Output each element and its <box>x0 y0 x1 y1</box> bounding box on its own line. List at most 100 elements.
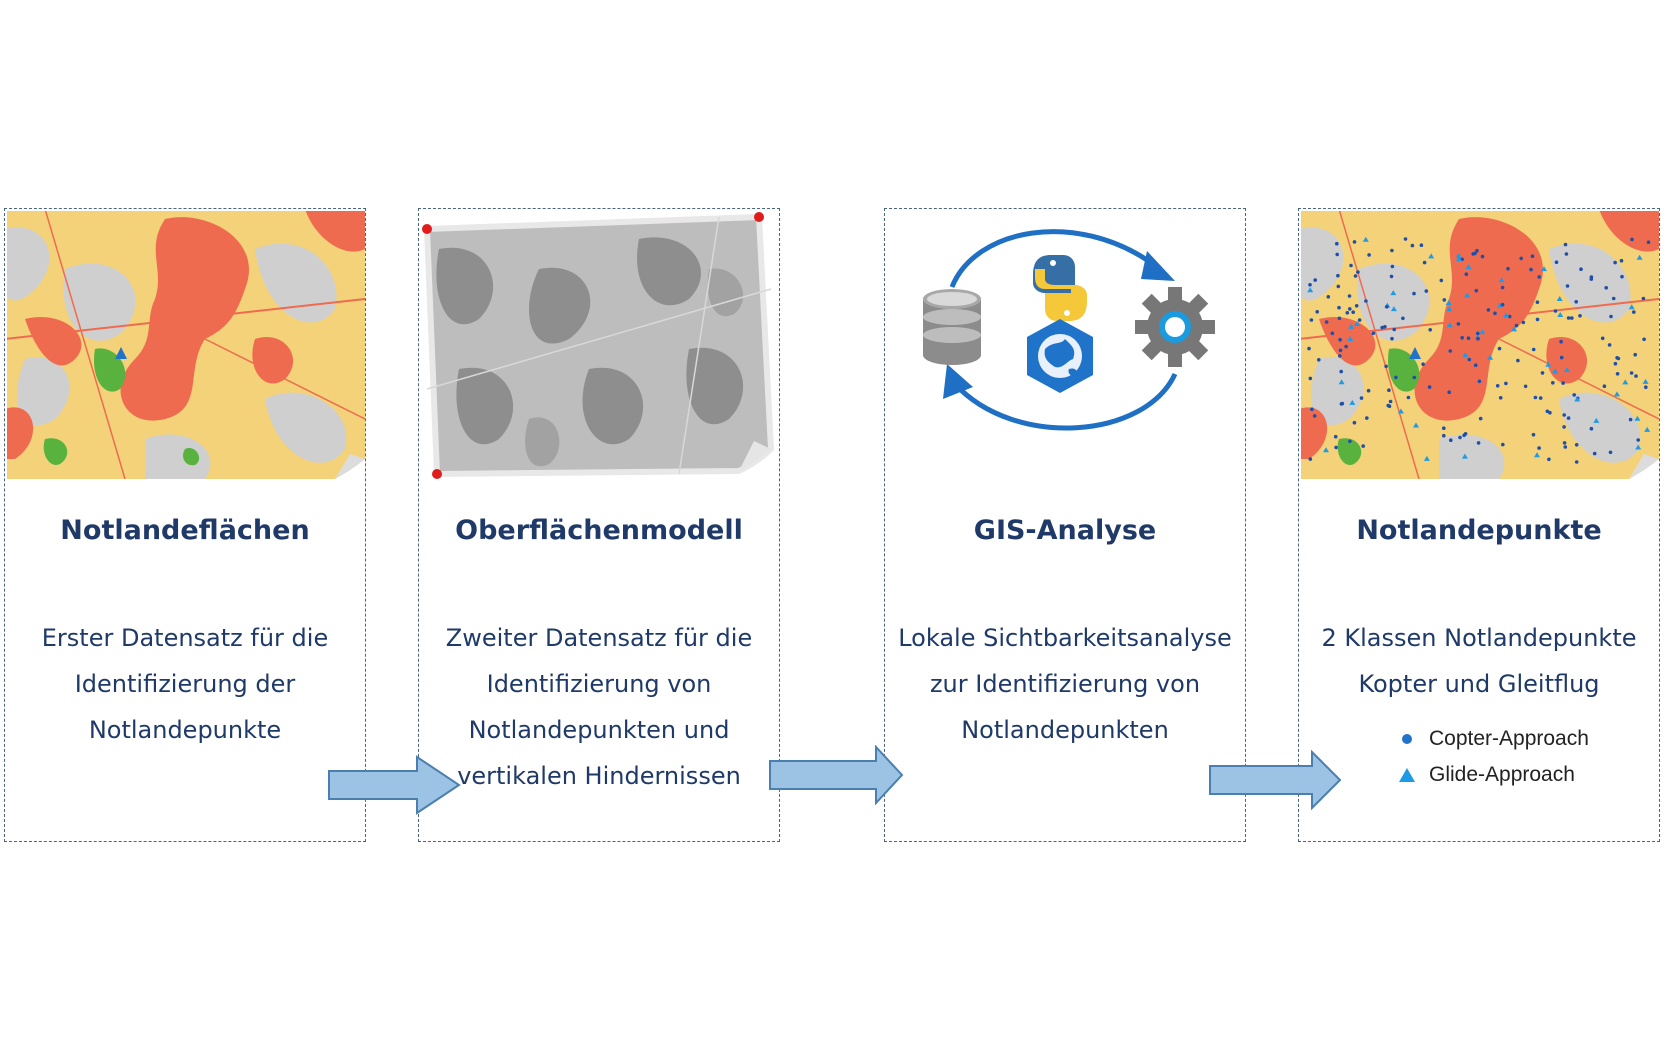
copter-point <box>1574 300 1578 304</box>
copter-point <box>1561 381 1565 385</box>
copter-point <box>1309 318 1314 322</box>
copter-point <box>1535 300 1540 304</box>
copter-point <box>1315 310 1319 314</box>
copter-point <box>1456 322 1461 326</box>
map-thumbnail-icon <box>1301 211 1659 479</box>
copter-point <box>1387 388 1391 392</box>
panel-title: Notlandeflächen <box>60 515 310 546</box>
copter-point <box>1352 240 1357 244</box>
glide-point <box>1428 253 1435 259</box>
panel-gis-analyse: GIS-Analyse Lokale Sichtbarkeitsanalyse … <box>884 208 1246 842</box>
glide-point <box>1642 378 1649 384</box>
copter-point <box>1538 396 1543 400</box>
glide-point <box>1593 417 1600 423</box>
copter-point <box>1644 385 1648 389</box>
map-thumbnail-icon <box>7 211 365 479</box>
copter-point <box>1537 275 1541 279</box>
glide-point <box>1390 306 1397 312</box>
copter-point <box>1604 286 1608 290</box>
copter-point <box>1338 337 1342 342</box>
elevation-map <box>419 209 779 489</box>
glide-point <box>1461 453 1468 459</box>
copter-point <box>1523 384 1528 389</box>
panel-title: Oberflächenmodell <box>455 515 743 546</box>
copter-point <box>1349 263 1353 268</box>
copter-point <box>1356 270 1360 274</box>
copter-point <box>1498 396 1503 400</box>
copter-point <box>1589 426 1594 431</box>
database-icon <box>923 289 981 365</box>
glide-point <box>1397 408 1404 414</box>
copter-point <box>1361 444 1365 448</box>
copter-point <box>1566 316 1571 320</box>
glide-point <box>1456 256 1462 262</box>
panel-notlandeflaechen: Notlandeflächen Erster Datensatz für die… <box>4 208 366 842</box>
copter-point <box>1324 320 1329 324</box>
copter-point <box>1383 325 1387 329</box>
copter-point <box>1389 274 1394 279</box>
copter-point <box>1574 443 1579 447</box>
copter-point <box>1493 311 1497 316</box>
glide-point <box>1455 253 1462 258</box>
copter-point <box>1578 314 1582 318</box>
copter-point <box>1458 435 1462 440</box>
copter-point <box>1529 267 1533 272</box>
copter-point <box>1348 439 1352 444</box>
copter-point <box>1579 267 1583 271</box>
copter-point <box>1500 302 1505 307</box>
copter-point <box>1562 425 1566 429</box>
glide-point <box>1338 379 1345 385</box>
glide-point <box>1347 336 1354 341</box>
copter-point <box>1629 371 1634 375</box>
copter-point <box>1317 358 1321 362</box>
copter-point <box>1308 376 1313 381</box>
copter-point <box>1516 358 1520 363</box>
points-map <box>1299 209 1659 489</box>
glide-point <box>1354 321 1361 326</box>
panel-title: GIS-Analyse <box>973 515 1157 546</box>
copter-point <box>1537 446 1541 450</box>
copter-point <box>1613 361 1618 366</box>
copter-point <box>1628 417 1633 422</box>
glide-point <box>1634 415 1641 421</box>
copter-point <box>1500 285 1505 290</box>
glide-point <box>1462 352 1469 358</box>
copter-point <box>1504 381 1508 386</box>
copter-point <box>1608 450 1613 455</box>
gis-icons <box>885 209 1245 489</box>
copter-point <box>1380 325 1384 330</box>
copter-point <box>1447 390 1451 394</box>
flow-arrow-icon <box>769 745 904 805</box>
glide-point <box>1446 322 1453 328</box>
copter-point <box>1531 347 1536 352</box>
copter-point <box>1385 305 1389 309</box>
copter-point <box>1632 310 1636 314</box>
elevation-map-icon <box>422 212 775 479</box>
glide-point <box>1465 264 1472 270</box>
copter-point <box>1335 252 1339 257</box>
copter-point <box>1336 273 1340 278</box>
copter-point <box>1419 243 1424 247</box>
map-thumbnail <box>5 209 365 489</box>
copter-point <box>1334 445 1338 450</box>
copter-point <box>1313 278 1317 282</box>
copter-point <box>1565 284 1570 288</box>
copter-point <box>1335 241 1339 246</box>
copter-point <box>1566 416 1571 420</box>
glide-point <box>1511 326 1517 332</box>
glide-point <box>1534 452 1540 458</box>
copter-point <box>1607 343 1612 347</box>
glide-point <box>1636 254 1643 260</box>
glide-point <box>1552 368 1559 374</box>
copter-point <box>1439 278 1444 283</box>
glide-point <box>1362 236 1369 242</box>
copter-point <box>1394 375 1398 380</box>
cycle-arrows-icon <box>923 229 1215 431</box>
copter-point <box>1570 316 1574 320</box>
copter-point <box>1401 316 1405 321</box>
copter-point <box>1535 317 1540 322</box>
glide-point <box>1479 329 1486 335</box>
glide-point <box>1644 426 1651 432</box>
description-line: Identifizierung von <box>486 670 712 698</box>
description-line: Notlandepunkten <box>961 716 1169 744</box>
